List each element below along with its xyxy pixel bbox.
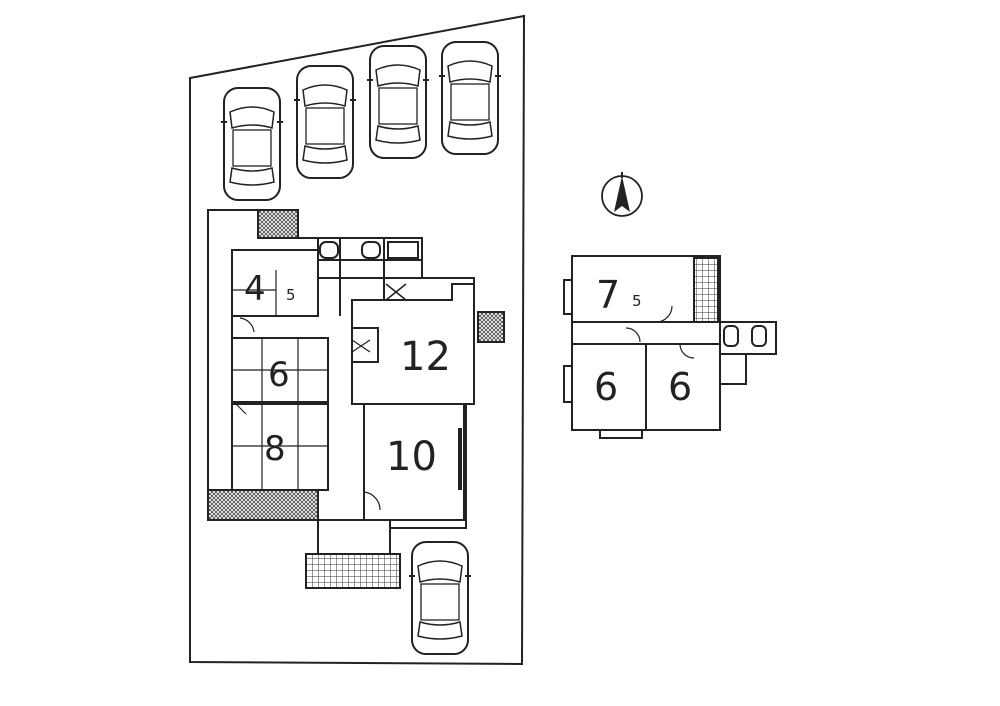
room-10-number: 10 — [386, 434, 437, 480]
room-7-5-number: 7 — [596, 273, 620, 317]
room-12-number: 12 — [400, 334, 451, 380]
room-8-number: 8 — [264, 429, 286, 469]
lot-boundary — [189, 14, 526, 666]
upper-floor-plan — [563, 255, 777, 439]
car-icon — [438, 41, 502, 155]
room-6-right-number: 6 — [668, 365, 692, 409]
room-6-left-number: 6 — [594, 365, 618, 409]
north-arrow-icon — [601, 172, 643, 217]
car-icon — [220, 87, 284, 201]
room-4-5-number: 4 — [244, 269, 266, 309]
car-icon — [366, 45, 430, 159]
room-7-5-decimal: 5 — [632, 292, 642, 310]
room-4-5-decimal: 5 — [286, 286, 296, 304]
room-labels: 4 5 6 8 12 10 7 5 6 6 — [244, 269, 692, 480]
ground-floor-plan — [207, 209, 505, 589]
room-6-number: 6 — [268, 355, 290, 395]
car-icon — [408, 541, 472, 655]
car-icon — [293, 65, 357, 179]
